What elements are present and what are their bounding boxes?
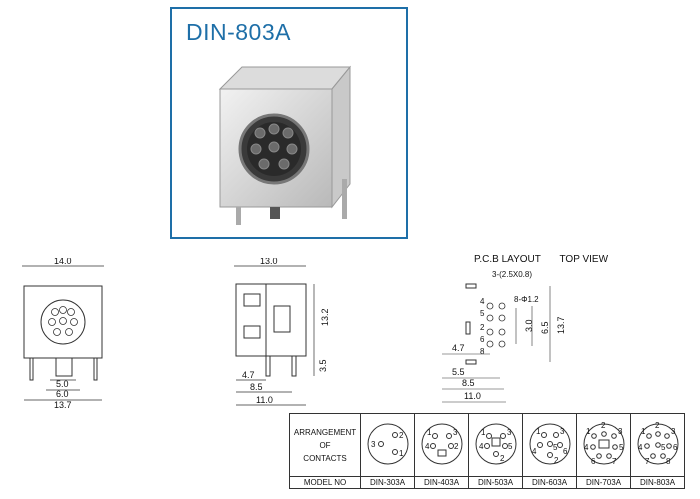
pcb-pin-label: 8 [480, 347, 485, 356]
svg-text:2: 2 [399, 431, 404, 440]
svg-text:5: 5 [508, 442, 513, 451]
contact-diagram: 2 3 1 [367, 423, 408, 465]
pcb-v2-dim: 6.5 [540, 321, 550, 334]
pcb-h4-dim: 11.0 [464, 391, 481, 401]
side-pin-len-dim: 3.5 [318, 359, 328, 372]
model-name: DIN-803A [630, 476, 685, 489]
svg-text:7: 7 [645, 457, 650, 466]
svg-text:4: 4 [425, 442, 430, 451]
pcb-v1-dim: 3.0 [524, 319, 534, 332]
pcb-h1-dim: 4.7 [452, 343, 465, 353]
svg-text:7: 7 [612, 457, 617, 466]
front-pin-span-b: 6.0 [56, 389, 69, 399]
side-d1-dim: 4.7 [242, 370, 255, 380]
contact-diagram-cell: 2 3 1 [360, 413, 415, 477]
front-width-dim: 14.0 [54, 258, 72, 266]
pcb-v3-dim: 13.7 [556, 316, 566, 334]
side-d2-dim: 8.5 [250, 382, 263, 392]
svg-text:4: 4 [532, 447, 537, 456]
svg-text:1: 1 [586, 427, 591, 436]
contact-diagram-cell: 1 2 3 4 5 6 7 8 [630, 413, 685, 477]
svg-text:3: 3 [560, 427, 565, 436]
pcb-layout-drawing: 3-(2.5X0.8) 8-Φ1.2 4 5 2 6 8 3.0 6.5 13.… [442, 270, 566, 403]
svg-text:5: 5 [619, 443, 624, 452]
side-d3-dim: 11.0 [256, 395, 273, 405]
pcb-h3-dim: 8.5 [462, 378, 475, 388]
svg-text:1: 1 [427, 428, 432, 437]
model-no-label: MODEL NO [289, 476, 361, 489]
pcb-heading: P.C.B LAYOUT TOP VIEW [474, 254, 624, 265]
svg-text:8: 8 [666, 457, 671, 466]
svg-text:2: 2 [500, 454, 505, 463]
model-name: DIN-303A [360, 476, 415, 489]
svg-text:5: 5 [553, 443, 558, 452]
product-title: DIN-803A [186, 19, 291, 45]
svg-text:4: 4 [638, 443, 643, 452]
model-name: DIN-603A [522, 476, 577, 489]
svg-text:4: 4 [584, 443, 589, 452]
pcb-pin-label: 2 [480, 323, 485, 332]
slot-note: 3-(2.5X0.8) [492, 270, 532, 279]
top-view-label: TOP VIEW [559, 254, 609, 265]
contact-diagram-cell: 1 3 4 5 2 [468, 413, 523, 477]
contact-diagram-cell: 1 3 4 5 6 2 [522, 413, 577, 477]
contact-diagram: 1 3 4 5 6 2 [529, 423, 570, 465]
contact-diagram-cell: 1 2 3 4 5 6 7 [576, 413, 631, 477]
hole-note: 8-Φ1.2 [514, 295, 539, 304]
front-depth-dim: 13.7 [54, 400, 72, 410]
pcb-layout-label: P.C.B LAYOUT [474, 254, 541, 265]
side-view-drawing: 13.0 13.2 3.5 4.7 8.5 11.0 [234, 258, 330, 406]
product-photo-frame: DIN-803A [170, 7, 408, 239]
model-name: DIN-503A [468, 476, 523, 489]
contact-diagram: 1 2 3 4 5 6 7 [583, 421, 624, 466]
svg-text:4: 4 [479, 442, 484, 451]
connector-photo [218, 65, 352, 225]
svg-text:3: 3 [371, 440, 376, 449]
arrangement-header: ARRANGEMENT OF CONTACTS [289, 413, 361, 477]
svg-text:1: 1 [536, 427, 541, 436]
svg-text:1: 1 [641, 427, 646, 436]
front-view-drawing: 14.0 5.0 6.0 13.7 [22, 258, 104, 410]
svg-text:3: 3 [453, 428, 458, 437]
svg-text:2: 2 [454, 442, 459, 451]
svg-text:2: 2 [655, 421, 660, 430]
svg-text:6: 6 [591, 457, 596, 466]
contact-diagram-cell: 1 3 4 2 [414, 413, 469, 477]
model-name: DIN-403A [414, 476, 469, 489]
contact-diagram: 1 3 4 5 2 [475, 423, 516, 465]
contact-diagram: 1 3 4 2 [421, 423, 462, 465]
svg-text:1: 1 [399, 449, 404, 458]
contact-diagram: 1 2 3 4 5 6 7 8 [637, 421, 678, 466]
pcb-pin-label: 4 [480, 297, 485, 306]
svg-text:1: 1 [481, 428, 486, 437]
svg-text:6: 6 [673, 443, 678, 452]
svg-text:6: 6 [563, 447, 568, 456]
side-width-dim: 13.0 [260, 258, 278, 266]
svg-text:2: 2 [601, 421, 606, 430]
pcb-pin-label: 6 [480, 335, 485, 344]
model-name: DIN-703A [576, 476, 631, 489]
svg-text:5: 5 [661, 443, 666, 452]
svg-text:3: 3 [618, 427, 623, 436]
contact-arrangement-table: ARRANGEMENT OF CONTACTS 2 3 1 [289, 413, 685, 489]
side-height-dim: 13.2 [320, 308, 330, 326]
pcb-h2-dim: 5.5 [452, 367, 465, 377]
svg-text:3: 3 [507, 428, 512, 437]
svg-text:3: 3 [671, 427, 676, 436]
pcb-pin-label: 5 [480, 309, 485, 318]
svg-text:2: 2 [554, 456, 559, 465]
front-pin-span-a: 5.0 [56, 379, 69, 389]
